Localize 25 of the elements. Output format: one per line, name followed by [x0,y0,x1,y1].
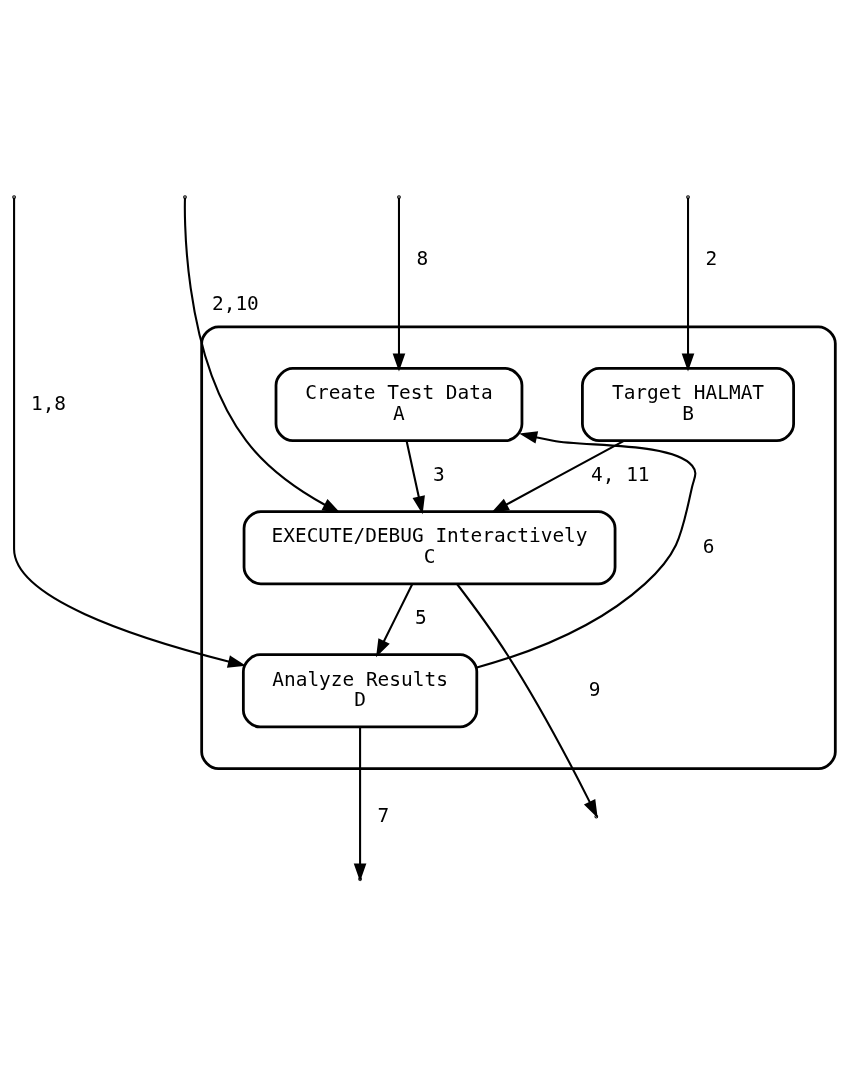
node-box: Target HALMAT B [581,366,795,442]
edge-label: 3 [433,462,445,486]
cluster [200,324,837,770]
edge-label: 4, 11 [591,462,650,486]
edge-label: 2 [705,246,718,270]
edge-label: 7 [377,803,390,827]
arrow [476,430,697,669]
node-box: EXECUTE/DEBUG Interactively C [242,509,617,585]
edge-label: 6 [702,534,715,558]
arrow [405,440,425,514]
arrow [392,197,406,372]
arrow [183,197,341,513]
arrow [376,583,414,657]
edge-label: 9 [588,677,601,701]
edge-label: 1,8 [30,391,67,415]
arrow [490,439,624,513]
arrow [681,197,695,372]
arrow [13,197,246,668]
arrow [353,726,367,881]
node-box: Analyze Results D [241,652,479,728]
edge-label: 5 [415,605,427,629]
edge-label: 8 [416,246,429,270]
arrow [456,582,598,818]
node-box: Create Test Data A [274,366,524,442]
edge-label: 2,10 [212,291,259,315]
